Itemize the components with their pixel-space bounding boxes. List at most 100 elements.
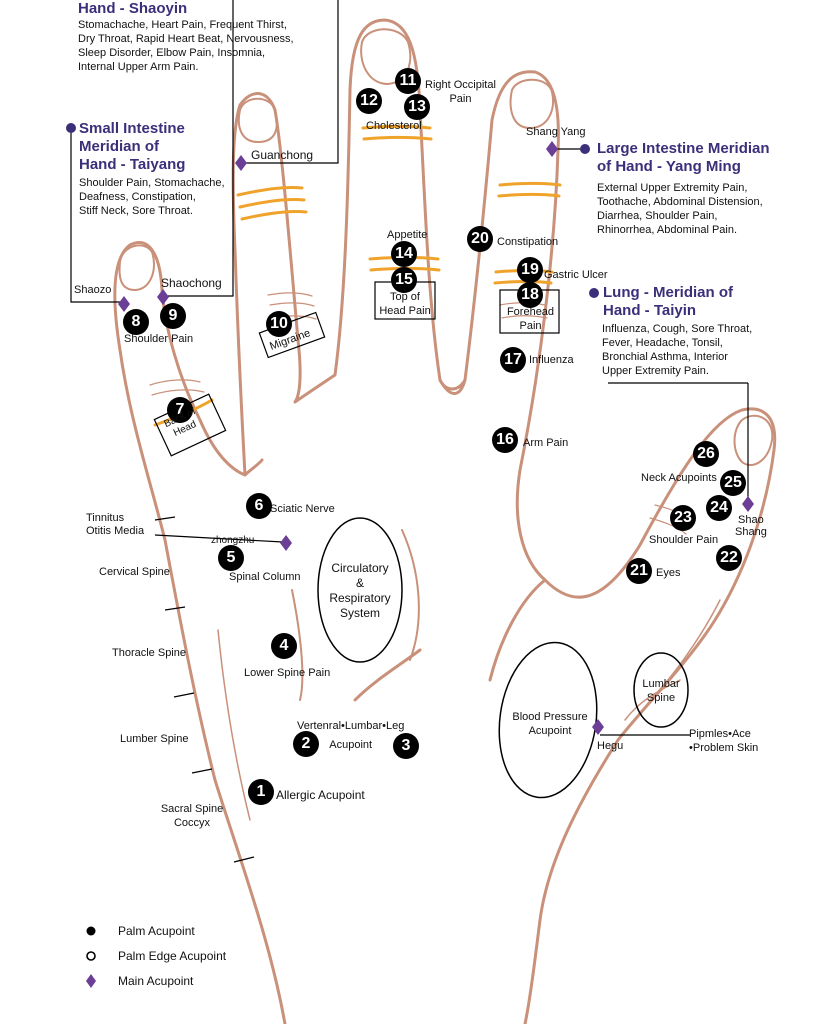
acupoint-21-label: Eyes [656, 567, 681, 579]
large-intestine-meridian-description: External Upper Extremity Pain, Toothache… [597, 182, 763, 236]
main-acupoint-diamond [280, 535, 292, 551]
shang-yang-label: Shang Yang [526, 126, 586, 138]
acupoint-1: 1 [248, 779, 274, 805]
large-intestine-meridian-title: Large Intestine Meridian of Hand - Yang … [597, 140, 770, 175]
sacral-spine-label: Sacral Spine Coccyx [160, 803, 224, 829]
guanchong-label: Guanchong [251, 148, 314, 162]
nail-thumb [733, 414, 774, 467]
cervical-spine-label: Cervical Spine [99, 566, 170, 578]
acupoint-17: 17 [500, 347, 526, 373]
main-acupoint-diamond [118, 296, 130, 312]
lung-meridian-title: Lung - Meridian of Hand - Taiyin [603, 284, 733, 319]
acupoint-16-label: Arm Pain [523, 437, 569, 449]
acupoint-5: 5 [218, 545, 244, 571]
palm-line [649, 599, 721, 701]
small-intestine-meridian-description: Shoulder Pain, Stomachache, Deafness, Co… [79, 177, 225, 217]
crease [361, 125, 432, 130]
main-acupoint-diamond [235, 155, 247, 171]
meridian-dot [66, 123, 76, 133]
small-intestine-meridian-title: Small Intestine Meridian of Hand - Taiya… [79, 120, 186, 173]
pimples-label: Pipmles•Ace •Problem Skin [689, 728, 759, 754]
finger-gap [438, 378, 467, 395]
nail-index [509, 78, 554, 129]
filled-dot-icon [86, 926, 96, 936]
acupoint-23: 23 [670, 505, 696, 531]
acupoint-12: 12 [356, 88, 382, 114]
acupoint-9: 9 [160, 303, 186, 329]
acupoint-19: 19 [517, 257, 543, 283]
legend-label: Main Acupoint [118, 974, 194, 988]
acupoint-10: 10 [266, 311, 292, 337]
acupoint-5-label: Spinal Column [229, 571, 301, 583]
crease [236, 186, 304, 197]
hand-outline [113, 18, 777, 1024]
shaochong-label: Shaochong [161, 276, 222, 290]
acupoint-13-label: Cholesterol [366, 120, 422, 132]
palm-line [291, 589, 304, 701]
circulatory-ellipse [317, 517, 403, 663]
shaozo-label: Shaozo [74, 284, 112, 296]
crease [498, 182, 562, 187]
acupoint-24: 24 [706, 495, 732, 521]
crease [240, 210, 308, 221]
acupoint-21: 21 [626, 558, 652, 584]
main-acupoint-diamond [546, 141, 558, 157]
acupoint-20: 20 [467, 226, 493, 252]
tinnitus-label: Tinnitus Otitis Media [86, 512, 145, 537]
nail-little [118, 244, 155, 291]
acupoint-4: 4 [271, 633, 297, 659]
thoracic-spine-label: Thoracle Spine [112, 647, 186, 659]
acupoint-16: 16 [492, 427, 518, 453]
palm-line [624, 679, 681, 721]
hegu-label: Hegu [597, 740, 624, 752]
acupoint-11-label: Right Occipital Pain [425, 79, 496, 105]
circulatory-system-label: Circulatory & Respiratory System [329, 561, 391, 620]
lung-meridian-description: Influenza, Cough, Sore Throat, Fever, He… [602, 323, 753, 377]
lumber-spine-label: Lumber Spine [120, 733, 189, 745]
acupoint-6-label: Sciatic Nerve [270, 503, 335, 515]
acupoint-17-label: Influenza [529, 354, 574, 366]
acupoint-3: 3 [393, 733, 419, 759]
palm-line [353, 648, 422, 702]
acupoint-1-label: Allergic Acupoint [276, 788, 365, 802]
acupoint-15: 15 [391, 267, 417, 293]
acupoint-22: 22 [716, 545, 742, 571]
acupoint-4-label: Lower Spine Pain [244, 667, 331, 679]
acupoint-8-label: Shoulder Pain [124, 333, 194, 345]
vertebral-lumbar-leg-label: Vertenral•Lumbar•Leg Acupoint [297, 720, 405, 751]
acupoint-26: 26 [693, 441, 719, 467]
hollow-dot-icon [86, 951, 96, 961]
legend-label: Palm Edge Acupoint [118, 949, 227, 963]
acupoint-14: 14 [391, 241, 417, 267]
meridian-dot [580, 144, 590, 154]
zhongzhu-label: zhongzhu [211, 535, 255, 546]
crease [238, 198, 306, 209]
acupoint-20-label: Constipation [497, 236, 559, 248]
acupoint-25: 25 [720, 470, 746, 496]
acupoint-26-label: Neck Acupoints [641, 472, 717, 484]
acupoint-2: 2 [293, 731, 319, 757]
lumbar-spine-ellipse [633, 652, 689, 728]
acupoint-18-label: Forehead Pain [506, 306, 555, 332]
main-acupoint-diamond [592, 719, 604, 735]
acupoint-7: 7 [167, 397, 193, 423]
acupoint-23-label: Shoulder Pain [649, 534, 719, 546]
finger-gap [243, 458, 264, 477]
main-acupoint-diamond [157, 289, 169, 305]
legend-label: Palm Acupoint [118, 924, 195, 938]
shao-shang-label: Shao Shang [735, 514, 767, 538]
heart-meridian-description: Stomachache, Heart Pain, Frequent Thirst… [78, 19, 294, 73]
thumb-web [488, 578, 547, 682]
meridian-dot [589, 288, 599, 298]
acupoint-11: 11 [395, 68, 421, 94]
lumbar-spine-region-label: Lumbar Spine [642, 678, 680, 704]
acupoint-19-label: Gastric Ulcer [544, 269, 608, 281]
nail-ring [237, 97, 278, 143]
acupoint-6: 6 [246, 493, 272, 519]
acupoint-14-label: Appetite [387, 229, 428, 241]
crease [497, 193, 561, 198]
crease [362, 136, 433, 141]
palm-line [401, 529, 420, 661]
blood-pressure-label: Blood Pressure Acupoint [512, 711, 588, 737]
acupoint-15-label: Top of Head Pain [379, 291, 431, 317]
